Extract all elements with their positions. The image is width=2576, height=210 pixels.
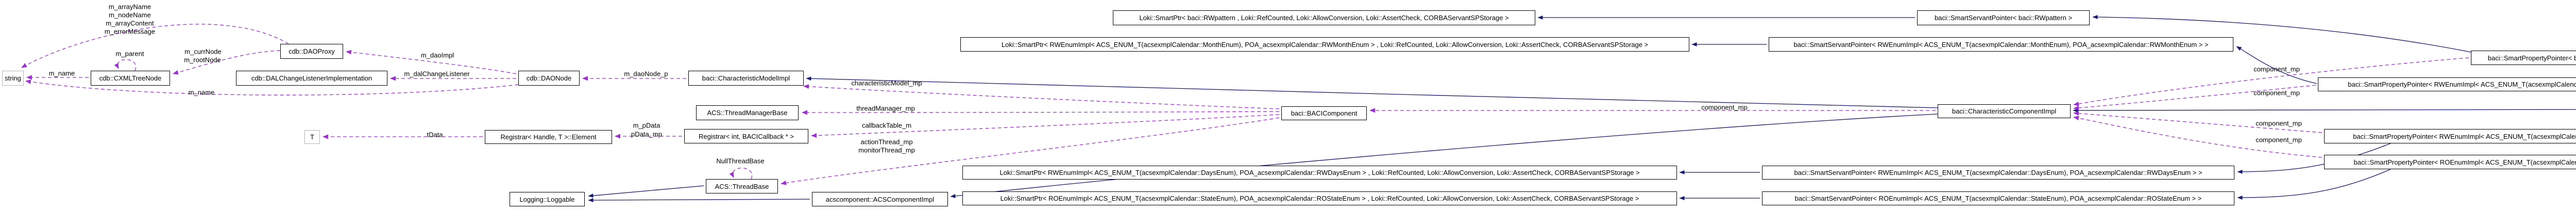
edge-spp_rw-to-charcomp bbox=[2073, 57, 2469, 106]
class-node-charcomp[interactable]: baci::CharacteristicComponentImpl bbox=[1938, 104, 2071, 118]
class-node-registrar[interactable]: Registrar< int, BACICallback * > bbox=[684, 129, 808, 143]
edge-cxml-to-cxml bbox=[114, 59, 137, 71]
edge-label-callbackTable_m: callbackTable_m bbox=[861, 121, 912, 130]
edge-spp_days-to-ssp_days bbox=[2237, 143, 2391, 174]
edge-label-component_mp: component_mp bbox=[1701, 103, 1748, 111]
edge-bacicomp-to-registrar bbox=[811, 114, 1280, 138]
class-node-dalchange[interactable]: cdb::DALChangeListenerImplementation bbox=[236, 71, 387, 86]
edge-threadbase-to-loggable bbox=[588, 185, 704, 198]
edge-label-m_pData: m_pData bbox=[633, 121, 660, 130]
class-node-loki_state[interactable]: Loki::SmartPtr< ROEnumImpl< ACS_ENUM_T(a… bbox=[962, 191, 1677, 205]
edge-charcomp-to-charmodel bbox=[806, 76, 1938, 108]
class-node-ssp_state[interactable]: baci::SmartServantPointer< ROEnumImpl< A… bbox=[1762, 191, 2234, 205]
edge-spp_month-to-charcomp bbox=[2073, 85, 2316, 110]
class-node-string: string bbox=[2, 71, 24, 86]
edge-acscomp-to-loggable bbox=[588, 198, 810, 202]
class-node-ssp_month[interactable]: baci::SmartServantPointer< RWEnumImpl< A… bbox=[1769, 37, 2233, 52]
class-node-cxml[interactable]: cdb::CXMLTreeNode bbox=[91, 71, 170, 86]
class-node-T: T bbox=[304, 130, 320, 144]
class-node-charmodel[interactable]: baci::CharacteristicModelImpl bbox=[688, 71, 804, 86]
edge-label-component_mp: component_mp bbox=[2256, 136, 2302, 144]
edge-label-m_dalChangeListener: m_dalChangeListener bbox=[404, 70, 470, 78]
edge-label-m_arrayContent: m_arrayContent bbox=[106, 19, 154, 27]
class-node-ssp_rw[interactable]: baci::SmartServantPointer< baci::RWpatte… bbox=[1917, 10, 2090, 25]
edge-label-component_mp: component_mp bbox=[2253, 65, 2300, 73]
class-node-loggable[interactable]: Logging::Loggable bbox=[510, 192, 585, 206]
edge-label-m_name: m_name bbox=[188, 88, 215, 96]
class-node-spp_days[interactable]: baci::SmartPropertyPointer< RWEnumImpl< … bbox=[2324, 129, 2576, 143]
edge-daonode-to-string bbox=[25, 79, 519, 95]
edge-daoproxy-to-string bbox=[21, 24, 289, 68]
edge-bacicomp-to-charmodel bbox=[803, 84, 1280, 109]
edge-label-m_rootNode: m_rootNode bbox=[184, 56, 221, 64]
edge-spp_month-to-ssp_month bbox=[2236, 46, 2317, 84]
edge-label-m_daoNode_p: m_daoNode_p bbox=[624, 70, 668, 78]
edge-label-component_mp: component_mp bbox=[2256, 119, 2302, 127]
edge-daonode-to-daoproxy bbox=[346, 50, 517, 74]
edge-calendar-to-charcomp bbox=[2073, 108, 2576, 112]
edge-label-characteristicModel_mp: characteristicModel_mp bbox=[851, 79, 922, 87]
edge-label-m_daoImpl: m_daoImpl bbox=[420, 51, 454, 59]
edge-threadbase-to-threadbase bbox=[729, 167, 753, 180]
class-node-ssp_days[interactable]: baci::SmartServantPointer< RWEnumImpl< A… bbox=[1762, 166, 2234, 180]
edge-charcomp-to-acscomp bbox=[950, 114, 1938, 198]
class-node-loki_month[interactable]: Loki::SmartPtr< RWEnumImpl< ACS_ENUM_T(a… bbox=[960, 37, 1689, 52]
class-node-loki_days[interactable]: Loki::SmartPtr< RWEnumImpl< ACS_ENUM_T(a… bbox=[962, 166, 1677, 180]
class-node-loki_rw[interactable]: Loki::SmartPtr< baci::RWpattern , Loki::… bbox=[1113, 10, 1535, 25]
edge-label-component_mp: component_mp bbox=[2253, 89, 2300, 97]
class-node-element[interactable]: Registrar< Handle, T >::Element bbox=[485, 130, 612, 144]
edge-spp_state-to-charcomp bbox=[2073, 116, 2323, 158]
edge-label-tData: tData bbox=[427, 131, 443, 139]
class-node-daoproxy[interactable]: cdb::DAOProxy bbox=[280, 44, 343, 59]
class-node-threadmgr[interactable]: ACS::ThreadManagerBase bbox=[696, 105, 799, 120]
edge-label-pData_mp: pData_mp bbox=[631, 130, 662, 138]
class-node-spp_rw[interactable]: baci::SmartPropertyPointer< baci::RWpatt… bbox=[2471, 51, 2576, 65]
edge-label-m_currNode: m_currNode bbox=[184, 47, 222, 56]
edge-spp_rw-to-ssp_rw bbox=[2092, 15, 2471, 53]
class-node-daonode[interactable]: cdb::DAONode bbox=[518, 71, 580, 86]
edge-spp_state-to-ssp_state bbox=[2237, 169, 2391, 200]
edge-label-actionThread_mp: actionThread_mp bbox=[860, 138, 913, 146]
edge-bacicomp-to-threadmgr bbox=[802, 110, 1280, 115]
edge-label-m_parent: m_parent bbox=[115, 50, 144, 58]
class-node-spp_month[interactable]: baci::SmartPropertyPointer< RWEnumImpl< … bbox=[2318, 77, 2576, 91]
class-node-spp_state[interactable]: baci::SmartPropertyPointer< ROEnumImpl< … bbox=[2324, 155, 2576, 169]
edge-daoproxy-to-cxml bbox=[173, 50, 281, 75]
edge-label-m_nodeName: m_nodeName bbox=[109, 11, 151, 19]
edge-label-m_name: m_name bbox=[48, 69, 75, 77]
class-node-threadbase[interactable]: ACS::ThreadBase bbox=[706, 179, 778, 193]
edge-label-threadManager_mp: threadManager_mp bbox=[856, 104, 915, 112]
edge-spp_days-to-charcomp bbox=[2073, 111, 2323, 133]
edge-bacicomp-to-threadbase bbox=[781, 117, 1280, 185]
edge-label-monitorThread_mp: monitorThread_mp bbox=[858, 146, 915, 154]
edge-label-m_arrayName: m_arrayName bbox=[108, 3, 151, 11]
class-node-bacicomp[interactable]: baci::BACIComponent bbox=[1281, 106, 1367, 120]
edge-label-NullThreadBase: NullThreadBase bbox=[716, 157, 765, 165]
class-node-acscomp[interactable]: acscomponent::ACSComponentImpl bbox=[812, 192, 948, 206]
edge-label-m_errorMessage: m_errorMessage bbox=[104, 27, 156, 36]
